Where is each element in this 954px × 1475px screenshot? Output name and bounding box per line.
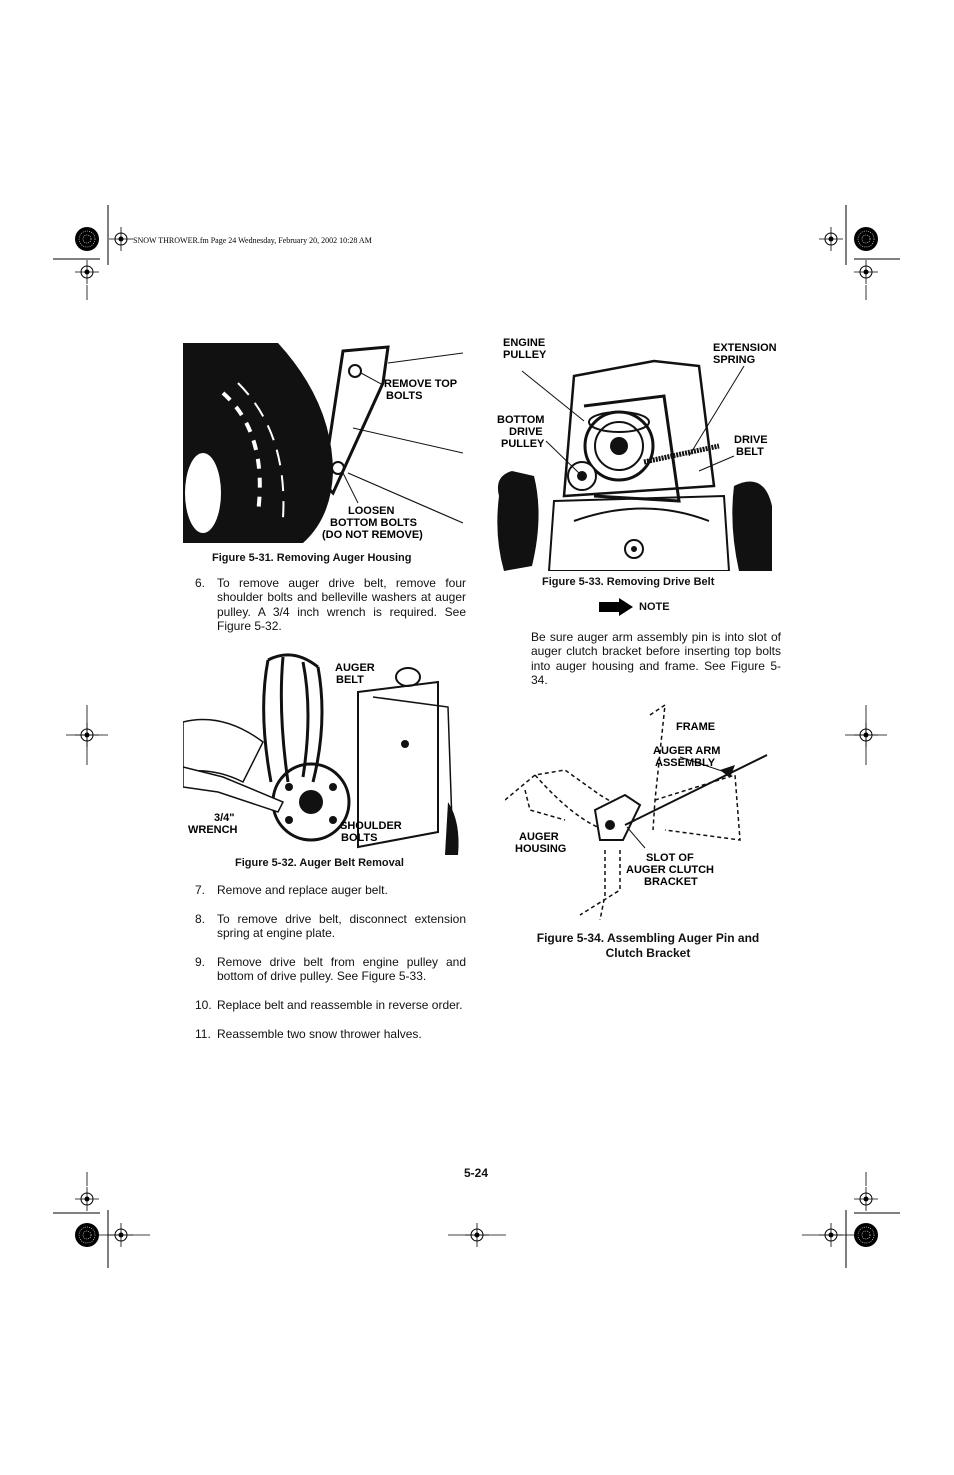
fig31-label-loosen: LOOSEN (348, 505, 395, 517)
fig34-label-housing: HOUSING (515, 843, 567, 855)
arrow-right-icon (599, 598, 633, 616)
fig33-label-engine: ENGINE (503, 337, 546, 349)
step-number: 7. (195, 883, 206, 897)
fig34-label-auger-arm: AUGER ARM (653, 745, 721, 757)
fig33-label-extension: EXTENSION (713, 342, 777, 354)
fig33-label-belt: BELT (736, 446, 764, 458)
fig33-label-pulley-2: PULLEY (501, 438, 545, 450)
step-8: 8. To remove drive belt, disconnect exte… (195, 912, 466, 942)
step-text: Replace belt and reassemble in reverse o… (217, 998, 463, 1012)
fig33-label-drive: DRIVE (509, 426, 543, 438)
fig32-label-bolts: BOLTS (341, 832, 378, 844)
step-11: 11. Reassemble two snow thrower halves. (195, 1027, 466, 1042)
fig32-label-belt: BELT (336, 674, 364, 686)
step-text: To remove drive belt, disconnect extensi… (217, 912, 466, 941)
figure-5-33-caption: Figure 5-33. Removing Drive Belt (542, 576, 715, 588)
fig33-label-spring: SPRING (713, 354, 756, 366)
figure-5-32-caption: Figure 5-32. Auger Belt Removal (235, 857, 404, 869)
fig34-label-assembly: ASSEMBLY (655, 757, 716, 769)
fig34-label-slot-of: SLOT OF (646, 852, 694, 864)
fig34-label-bracket: BRACKET (644, 876, 698, 888)
step-number: 6. (195, 576, 206, 590)
fig32-label-shoulder: SHOULDER (340, 820, 402, 832)
fig31-label-remove-top: REMOVE TOP (384, 378, 458, 390)
step-10: 10. Replace belt and reassemble in rever… (195, 998, 466, 1013)
fig31-label-do-not-remove: (DO NOT REMOVE) (322, 529, 423, 541)
fig33-label-drive-2: DRIVE (734, 434, 768, 446)
step-number: 8. (195, 912, 206, 926)
step-number: 11. (195, 1027, 211, 1041)
fig32-label-auger: AUGER (335, 662, 375, 674)
file-slug: SNOW THROWER.fm Page 24 Wednesday, Febru… (133, 236, 372, 245)
step-9: 9. Remove drive belt from engine pulley … (195, 955, 466, 985)
step-text: Remove drive belt from engine pulley and… (217, 955, 466, 984)
fig32-label-three-quarter: 3/4" (214, 812, 235, 824)
step-number: 9. (195, 955, 206, 969)
fig33-label-bottom: BOTTOM (497, 414, 545, 426)
figure-5-34-image (505, 700, 773, 920)
step-text: Reassemble two snow thrower halves. (217, 1027, 422, 1041)
step-6: 6. To remove auger drive belt, remove fo… (195, 576, 466, 634)
figure-5-31-caption: Figure 5-31. Removing Auger Housing (212, 552, 412, 564)
note-label: NOTE (639, 601, 670, 613)
page-number: 5-24 (464, 1166, 489, 1180)
fig34-label-auger: AUGER (519, 831, 559, 843)
figure-5-33-image (494, 336, 776, 571)
fig34-label-frame: FRAME (676, 721, 716, 733)
figure-5-32-image (183, 652, 461, 855)
step-text: Remove and replace auger belt. (217, 883, 388, 897)
figure-5-31-image (183, 343, 463, 543)
figure-5-34-caption-line-2: Clutch Bracket (605, 946, 691, 960)
fig31-label-bolts: BOLTS (386, 390, 423, 402)
step-7: 7. Remove and replace auger belt. (195, 883, 466, 898)
figure-5-34-caption-line-1: Figure 5-34. Assembling Auger Pin and (536, 931, 760, 945)
fig31-label-bottom-bolts: BOTTOM BOLTS (330, 517, 417, 529)
note-text: Be sure auger arm assembly pin is into s… (531, 630, 781, 687)
fig33-label-pulley: PULLEY (503, 349, 547, 361)
step-text: To remove auger drive belt, remove four … (217, 576, 466, 633)
fig34-label-auger-clutch: AUGER CLUTCH (626, 864, 714, 876)
fig32-label-wrench: WRENCH (188, 824, 238, 836)
step-number: 10. (195, 998, 212, 1012)
